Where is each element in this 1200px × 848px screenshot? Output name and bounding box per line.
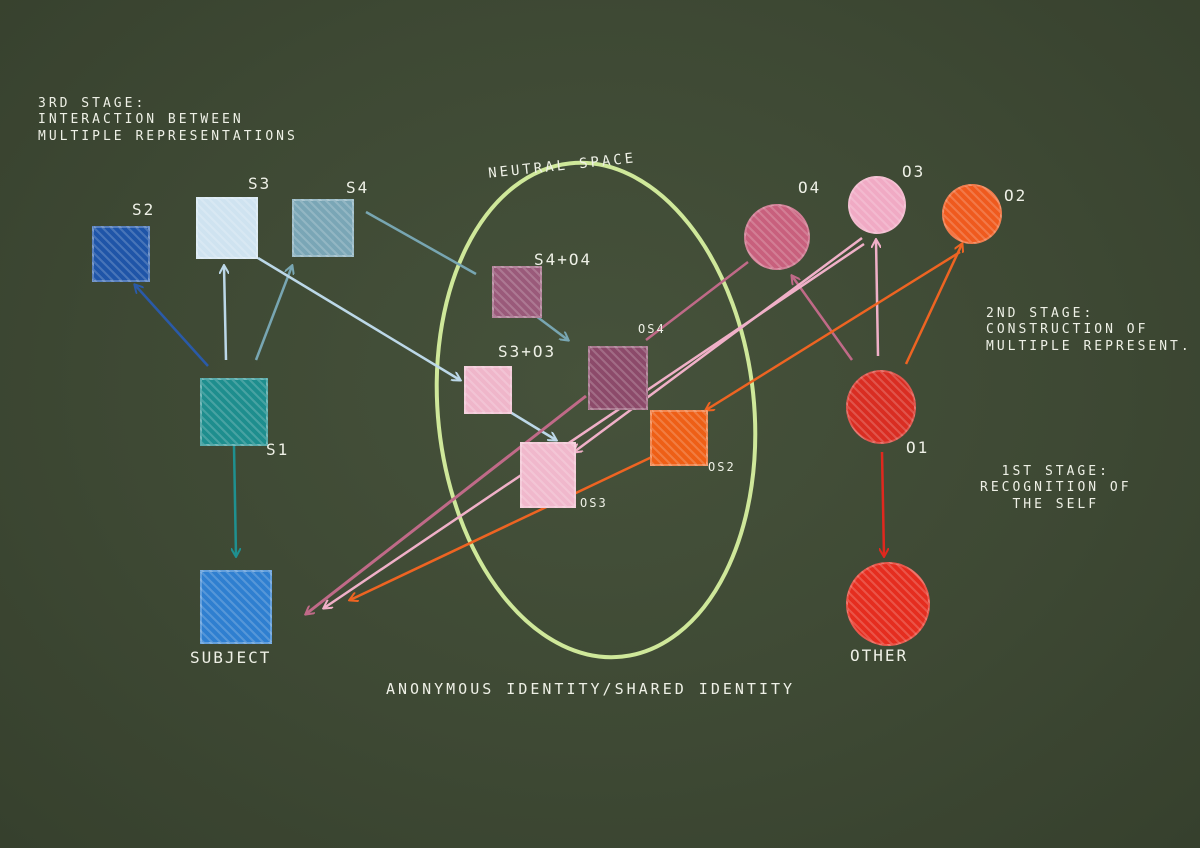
stage3-line2: INTERACTION BETWEEN <box>38 112 244 128</box>
label-s3o3: S3+O3 <box>498 342 557 361</box>
node-o4 <box>744 204 810 270</box>
node-o1 <box>846 370 916 444</box>
label-s4: S4 <box>346 178 370 197</box>
label-os4: OS4 <box>638 322 666 336</box>
arrow-o3-to-os3 <box>574 236 863 452</box>
arrow-o4-to-os4 <box>645 261 749 341</box>
neutral-space-ellipse <box>434 160 758 660</box>
label-s4o4: S4+O4 <box>534 250 593 269</box>
arrow-s1-to-s3 <box>224 266 226 361</box>
arrow-os4-to-subject <box>306 394 587 614</box>
node-other <box>846 562 930 646</box>
arrow-o2-to-os2 <box>706 250 961 410</box>
arrow-s1-to-s4 <box>254 266 292 361</box>
node-s3o3 <box>464 366 512 414</box>
label-s2: S2 <box>132 200 156 219</box>
node-o2 <box>942 184 1002 244</box>
arrow-s3-to-s3o3 <box>257 256 460 380</box>
arrow-s1-to-s2 <box>135 285 209 367</box>
node-o3 <box>848 176 906 234</box>
stage3-note: 3RD STAGE: INTERACTION BETWEEN MULTIPLE … <box>38 96 298 145</box>
arrow-s4o4-to-os4 <box>535 315 568 340</box>
label-s1: S1 <box>266 440 290 459</box>
stage1-line3: THE SELF <box>1012 496 1100 512</box>
stage2-line2: CONSTRUCTION OF <box>986 322 1149 338</box>
label-o4: O4 <box>798 178 822 197</box>
stage2-line3: MULTIPLE REPRESENT. <box>986 338 1192 354</box>
stage1-note: 1ST STAGE: RECOGNITION OF THE SELF <box>980 464 1132 513</box>
label-os2: OS2 <box>708 460 736 474</box>
label-s3: S3 <box>248 174 272 193</box>
stage3-line3: MULTIPLE REPRESENTATIONS <box>38 128 298 144</box>
stage1-line2: RECOGNITION OF <box>980 480 1132 496</box>
label-subject: SUBJECT <box>190 648 272 667</box>
arrow-o1-to-other <box>882 451 884 556</box>
node-s4 <box>292 199 354 257</box>
node-subject <box>200 570 272 644</box>
node-os3 <box>520 442 576 508</box>
node-os2 <box>650 410 708 466</box>
stage2-note: 2ND STAGE: CONSTRUCTION OF MULTIPLE REPR… <box>986 306 1192 355</box>
arrow-o1-to-o4 <box>792 276 854 361</box>
node-s3 <box>196 197 258 259</box>
stage2-line1: 2ND STAGE: <box>986 306 1095 321</box>
label-o1: O1 <box>906 438 930 457</box>
node-s4o4 <box>492 266 542 318</box>
stage3-line1: 3RD STAGE: <box>38 96 147 111</box>
label-other: OTHER <box>850 646 909 665</box>
arrow-s1-to-subject <box>234 445 236 556</box>
arrow-os2-to-subject <box>350 454 655 600</box>
arrow-o1-to-o3 <box>876 240 878 357</box>
arrow-s3o3-to-os3 <box>509 410 556 440</box>
stage1-line1: 1ST STAGE: <box>1001 464 1110 479</box>
label-os3: OS3 <box>580 496 608 510</box>
label-o3: O3 <box>902 162 926 181</box>
arrow-o1-to-o2 <box>904 244 962 365</box>
label-o2: O2 <box>1004 186 1028 205</box>
arrow-s4-to-s4o4 <box>365 210 477 276</box>
node-s1 <box>200 378 268 446</box>
node-os4 <box>588 346 648 410</box>
bottom-caption: ANONYMOUS IDENTITY/SHARED IDENTITY <box>386 680 796 698</box>
arrow-os3-to-subject <box>324 242 865 608</box>
node-s2 <box>92 226 150 282</box>
